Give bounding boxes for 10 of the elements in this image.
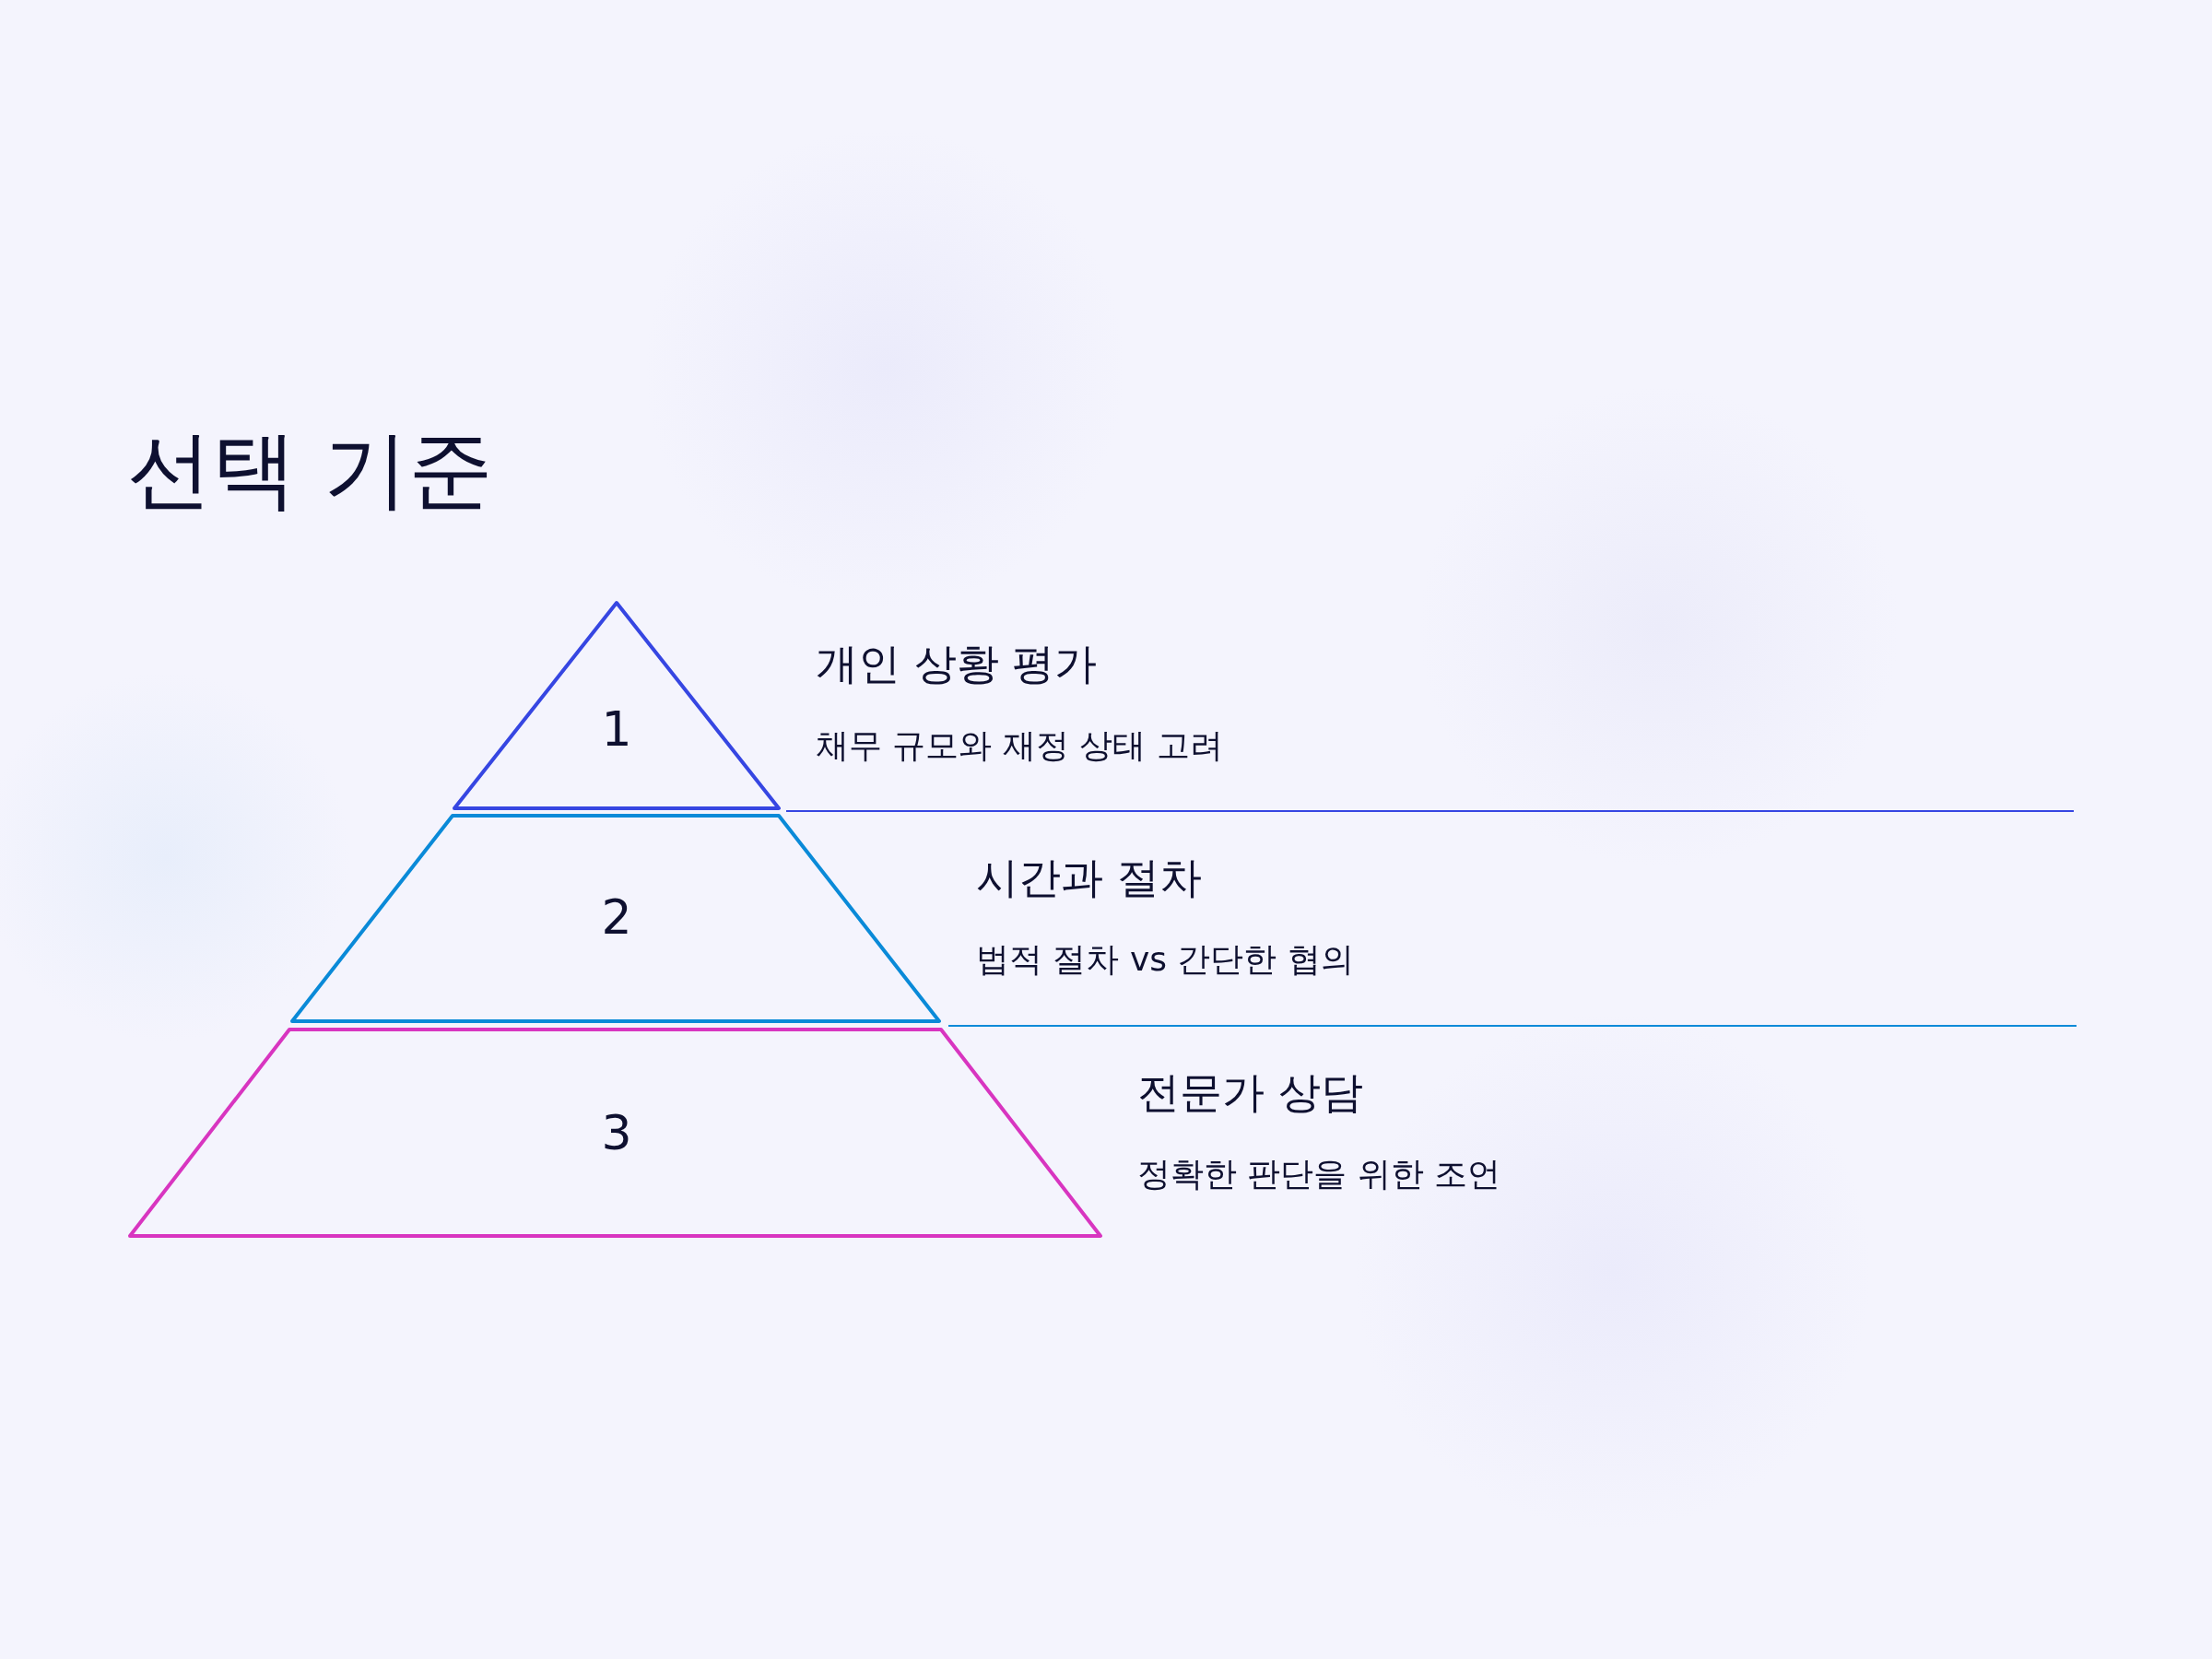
tier-number: 2 xyxy=(601,889,632,945)
tier-description: 정확한 판단을 위한 조언 xyxy=(1137,1154,1501,1194)
tier-description: 채무 규모와 재정 상태 고려 xyxy=(816,725,1223,766)
tier-number: 3 xyxy=(601,1105,632,1160)
title: 선택 기준 xyxy=(127,419,494,521)
tier-number: 1 xyxy=(601,701,632,757)
tier-description: 법적 절차 vs 간단한 협의 xyxy=(976,939,1354,980)
tier-heading: 개인 상황 평가 xyxy=(816,638,1098,690)
tier-heading: 시간과 절차 xyxy=(976,852,1202,904)
tier-heading: 전문가 상담 xyxy=(1137,1066,1363,1119)
